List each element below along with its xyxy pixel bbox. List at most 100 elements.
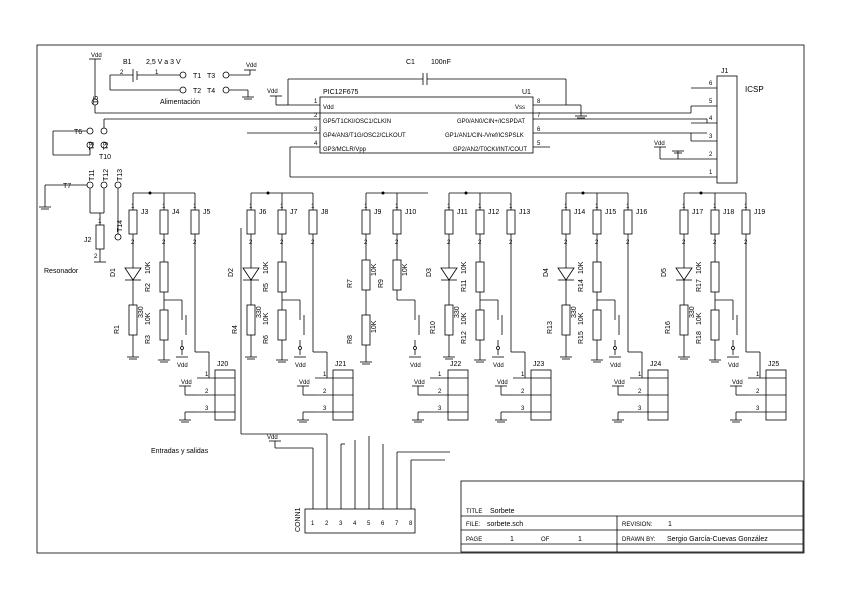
resistor bbox=[159, 261, 169, 293]
mcu-pin8-num: 8 bbox=[537, 99, 541, 105]
resistor-value: 330 bbox=[689, 306, 696, 318]
icsp-ref: J1 bbox=[721, 68, 729, 75]
jumper bbox=[190, 209, 200, 235]
jumper-ref: J7 bbox=[290, 209, 298, 216]
tp-t4: T4 bbox=[207, 88, 215, 95]
mcu-pin2-num: 2 bbox=[314, 113, 318, 119]
resistor-ref: R13 bbox=[547, 321, 554, 334]
out-pin-num: 3 bbox=[205, 406, 209, 412]
testpoints-resonator: T5 T6 T8 T9 T10 T7 T11 T12 T13 T14 bbox=[39, 96, 130, 275]
led-diode bbox=[124, 267, 142, 281]
jumper-ref: J6 bbox=[259, 209, 267, 216]
junction-dot bbox=[148, 191, 152, 195]
of-value: 1 bbox=[578, 536, 582, 543]
out-vdd: Vdd bbox=[181, 380, 192, 386]
led-ref: D2 bbox=[228, 268, 235, 277]
resistor-value: 330 bbox=[138, 306, 145, 318]
out-vdd: Vdd bbox=[414, 380, 425, 386]
conn-pin-num: 3 bbox=[339, 521, 343, 527]
icsp-vdd-label: Vdd bbox=[654, 141, 665, 147]
tp-t6: T6 bbox=[74, 129, 82, 136]
resistor-value: 10K bbox=[371, 320, 378, 333]
out-pin-num: 2 bbox=[438, 389, 442, 395]
out-pin-num: 1 bbox=[638, 372, 642, 378]
resistor-value: 10K bbox=[696, 312, 703, 325]
out-ref: J25 bbox=[768, 361, 779, 368]
resistor-ref: R2 bbox=[145, 283, 152, 292]
mcu-pin4-name: GP3/MCLR/Vpp bbox=[323, 147, 367, 153]
out-pin-num: 3 bbox=[438, 406, 442, 412]
conn-pin-num: 5 bbox=[367, 521, 371, 527]
resistor bbox=[710, 261, 720, 293]
junction-dot bbox=[381, 191, 385, 195]
tp-t10: T10 bbox=[99, 154, 111, 161]
out-ref: J22 bbox=[450, 361, 461, 368]
revision-value: 1 bbox=[668, 521, 672, 528]
conn-ref: CONN1 bbox=[295, 507, 302, 532]
jumper bbox=[561, 209, 571, 235]
resistor-value: 10K bbox=[461, 312, 468, 325]
jumper bbox=[246, 209, 256, 235]
resistor-ref: R11 bbox=[461, 280, 468, 292]
resistor-ref: R12 bbox=[461, 331, 468, 344]
resistor-value: 10K bbox=[145, 261, 152, 274]
resistor-ref: R17 bbox=[696, 279, 703, 292]
out-ref: J21 bbox=[335, 361, 346, 368]
jumper bbox=[308, 209, 318, 235]
resistor bbox=[592, 309, 602, 341]
battery-ref: B1 bbox=[123, 59, 132, 66]
mcu-pin1-num: 1 bbox=[314, 99, 318, 105]
mcu-u1: PIC12F675 U1 Vdd 1 Vdd 2 GP5/T1CKI/OSC1/… bbox=[130, 89, 707, 154]
out-pin-num: 1 bbox=[205, 372, 209, 378]
jumper-ref: J3 bbox=[141, 209, 149, 216]
title-value: Sorbete bbox=[490, 508, 515, 515]
switch-vdd: Vdd bbox=[610, 363, 621, 369]
jumper-ref: J8 bbox=[321, 209, 329, 216]
out-vdd: Vdd bbox=[497, 380, 508, 386]
mcu-pin6-name: GP1/AN1/CIN-/Vref/ICSPSLK bbox=[445, 133, 524, 139]
mcu-pin8-name: Vss bbox=[515, 105, 525, 111]
tp-t11: T11 bbox=[89, 169, 96, 181]
cap-ref: C1 bbox=[406, 59, 415, 66]
mcu-part: PIC12F675 bbox=[323, 89, 359, 96]
conn-pin-num: 4 bbox=[353, 521, 357, 527]
mcu-pin6-num: 6 bbox=[537, 127, 541, 133]
resistor-ref: R6 bbox=[263, 335, 270, 344]
jumper bbox=[444, 209, 454, 235]
out-vdd: Vdd bbox=[732, 380, 743, 386]
of-label: OF bbox=[541, 537, 550, 543]
title-block: TITLE Sorbete FILE: sorbete.sch REVISION… bbox=[460, 480, 804, 553]
jumper-ref: J15 bbox=[605, 209, 616, 216]
conn-vdd-label: Vdd bbox=[267, 435, 278, 441]
resistor-ref: R14 bbox=[578, 279, 585, 292]
resistor-value: 330 bbox=[571, 306, 578, 318]
resistor-ref: R1 bbox=[114, 325, 121, 334]
led-ref: D1 bbox=[110, 268, 117, 277]
resistor-ref: R9 bbox=[378, 279, 385, 288]
junction-dot bbox=[266, 191, 270, 195]
jumper-ref: J10 bbox=[405, 209, 416, 216]
mcu-pin3-name: GP4/AN3/T1G/OSC2/CLKOUT bbox=[323, 133, 406, 139]
jumper-ref: J18 bbox=[723, 209, 734, 216]
resistor-value: 10K bbox=[402, 263, 409, 276]
mcu-ref: U1 bbox=[522, 89, 531, 96]
tp-t2: T2 bbox=[193, 88, 201, 95]
out-pin-num: 2 bbox=[323, 389, 327, 395]
jumper bbox=[710, 209, 720, 235]
out-vdd: Vdd bbox=[614, 380, 625, 386]
resistor bbox=[277, 309, 287, 341]
page-value: 1 bbox=[510, 536, 514, 543]
out-ref: J24 bbox=[650, 361, 661, 368]
icsp-label: ICSP bbox=[745, 85, 764, 94]
out-pin-num: 1 bbox=[756, 372, 760, 378]
resistor bbox=[159, 309, 169, 341]
mcu-pin5-name: GP2/AN2/T0CKI/INT/COUT bbox=[453, 147, 527, 153]
conn-pin-num: 7 bbox=[395, 521, 399, 527]
icsp-pin2: 2 bbox=[709, 152, 713, 158]
resonator-label: Resonador bbox=[44, 268, 79, 275]
jumper bbox=[392, 209, 402, 235]
resistor bbox=[710, 309, 720, 341]
resistor bbox=[361, 314, 371, 346]
